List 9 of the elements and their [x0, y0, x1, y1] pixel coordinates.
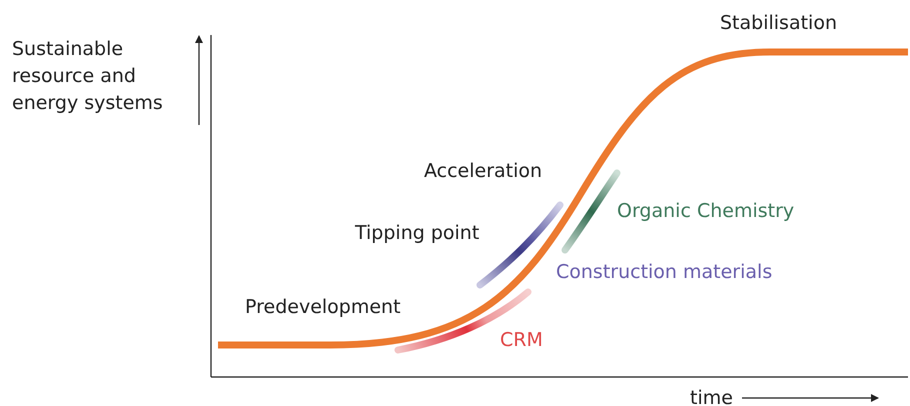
curve-label: Construction materials: [556, 260, 772, 285]
curve-label: CRM: [500, 328, 543, 353]
curve-label: Organic Chemistry: [617, 199, 794, 224]
stage-label: Stabilisation: [720, 11, 837, 36]
stage-label: Acceleration: [424, 159, 542, 184]
axis-label: Sustainable resource and energy systems: [12, 37, 164, 116]
stage-label: Tipping point: [355, 221, 480, 246]
stage-label: Predevelopment: [245, 295, 401, 320]
axis-label: time: [690, 386, 733, 406]
